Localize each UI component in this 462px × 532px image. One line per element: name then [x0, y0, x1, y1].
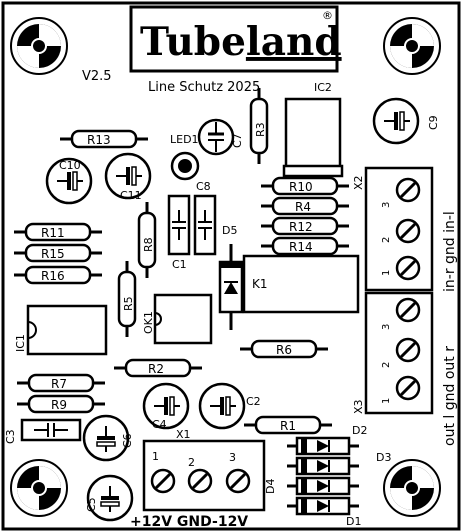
k1-label: K1	[252, 277, 268, 291]
brand-logo-box	[129, 5, 339, 73]
r4-label: R4	[295, 200, 311, 214]
c6-label: C6	[121, 433, 134, 448]
mounting-hole	[10, 459, 68, 517]
r10-label: R10	[289, 180, 313, 194]
svg-text:1: 1	[381, 398, 392, 404]
mounting-hole	[383, 17, 441, 75]
ic1-footprint	[26, 304, 108, 356]
x1-label: X1	[176, 428, 191, 441]
ok1-label: OK1	[142, 311, 155, 334]
r5-label: R5	[122, 296, 135, 311]
ok1-optocoupler	[153, 293, 213, 345]
c1-label: C1	[172, 258, 187, 271]
board-version: V2.5	[82, 69, 112, 84]
ic1-label: IC1	[14, 334, 27, 352]
k1-relay	[242, 254, 360, 314]
d3-label: D3	[376, 451, 391, 464]
c8-capacitor	[193, 194, 217, 256]
r8-label: R8	[142, 237, 155, 252]
mounting-hole	[383, 459, 441, 517]
r1-label: R1	[280, 419, 296, 433]
r6-label: R6	[276, 343, 292, 357]
d2-label: D2	[352, 424, 367, 437]
r14-label: R14	[289, 240, 313, 254]
c9-label: C9	[427, 115, 440, 130]
c11-label: C11	[120, 189, 142, 202]
r2-label: R2	[148, 362, 164, 376]
c5-label: C5	[85, 497, 98, 512]
r9-label: R9	[51, 398, 67, 412]
brand-logo: Tubeland	[140, 19, 342, 65]
c3-capacitor	[20, 418, 82, 442]
registered-mark: ®	[322, 9, 333, 22]
r12-label: R12	[289, 220, 313, 234]
svg-text:3: 3	[381, 202, 392, 208]
output-pin-labels: out l gnd out r	[442, 346, 458, 446]
x2-label: X2	[352, 175, 365, 190]
power-pin-labels: +12V GND-12V	[130, 514, 248, 530]
c7-label: C7	[231, 133, 244, 148]
svg-text:3: 3	[381, 324, 392, 330]
c4-label: C4	[152, 418, 167, 431]
x3-label: X3	[352, 399, 365, 414]
r7-label: R7	[51, 377, 67, 391]
svg-text:3: 3	[229, 451, 236, 464]
c7-capacitor	[197, 118, 235, 156]
c3-label: C3	[4, 429, 17, 444]
d1-label: D1	[346, 515, 361, 528]
input-pin-labels: in-r gnd in-l	[442, 211, 458, 292]
svg-text:2: 2	[188, 456, 195, 469]
r11-label: R11	[41, 226, 65, 240]
ic2-footprint	[284, 97, 342, 177]
mounting-hole	[10, 17, 68, 75]
svg-text:2: 2	[381, 237, 392, 243]
led1-label: LED1	[170, 133, 199, 146]
c8-label: C8	[196, 180, 211, 193]
svg-text:2: 2	[381, 362, 392, 368]
svg-text:1: 1	[152, 450, 159, 463]
d4-label: D4	[264, 479, 277, 494]
c1-capacitor	[167, 194, 191, 256]
c10-label: C10	[59, 159, 81, 172]
r13-label: R13	[87, 133, 111, 147]
board-credit: Line Schutz 2025	[148, 80, 260, 95]
r15-label: R15	[41, 247, 65, 261]
svg-text:1: 1	[381, 270, 392, 276]
d5-label: D5	[222, 224, 237, 237]
ic2-label: IC2	[314, 81, 332, 94]
c2-label: C2	[246, 395, 261, 408]
r3-label: R3	[254, 122, 267, 137]
r16-label: R16	[41, 269, 65, 283]
